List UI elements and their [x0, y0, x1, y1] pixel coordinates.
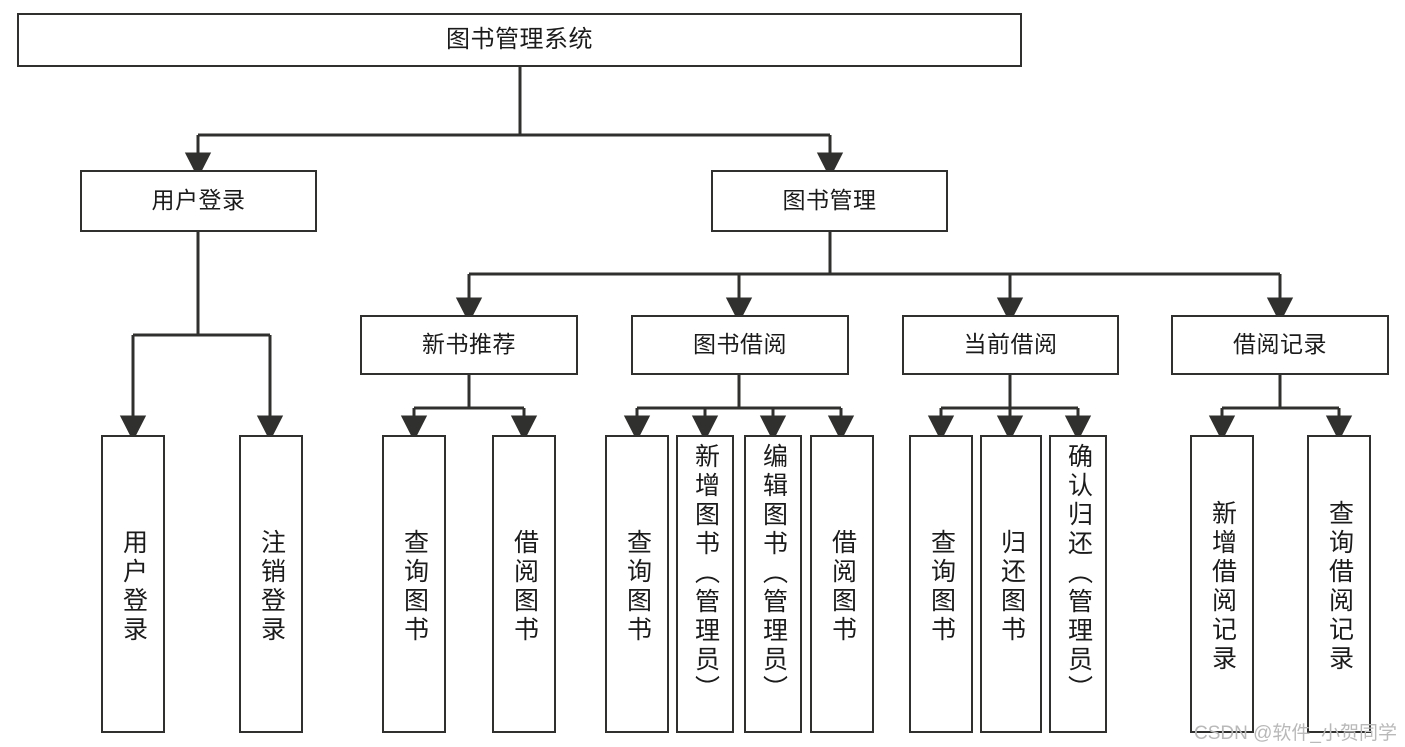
- leaf-edit-book-admin[interactable]: 编辑图书（管理员）: [744, 435, 802, 733]
- node-book-management[interactable]: 图书管理: [711, 170, 948, 232]
- watermark-text: CSDN @软件_小贺同学: [1194, 723, 1397, 744]
- node-label: 查询图书: [623, 529, 652, 645]
- node-label: 借阅记录: [1233, 331, 1327, 358]
- leaf-query-book-current[interactable]: 查询图书: [909, 435, 973, 733]
- node-label: 用户登录: [151, 187, 246, 214]
- node-label: 查询借阅记录: [1325, 500, 1354, 674]
- node-label: 图书借阅: [693, 331, 787, 358]
- node-label: 确认归还（管理员）: [1064, 443, 1093, 704]
- leaf-user-login[interactable]: 用户登录: [101, 435, 165, 733]
- leaf-confirm-return-admin[interactable]: 确认归还（管理员）: [1049, 435, 1107, 733]
- node-label: 借阅图书: [828, 529, 857, 645]
- node-label: 编辑图书（管理员）: [759, 443, 788, 704]
- leaf-logout[interactable]: 注销登录: [239, 435, 303, 733]
- node-label: 图书管理系统: [446, 25, 593, 53]
- node-label: 当前借阅: [963, 331, 1058, 358]
- node-label: 用户登录: [119, 529, 148, 645]
- node-new-book-recommendation[interactable]: 新书推荐: [360, 315, 578, 375]
- node-user-login[interactable]: 用户登录: [80, 170, 317, 232]
- node-label: 注销登录: [257, 529, 286, 645]
- node-root-system[interactable]: 图书管理系统: [17, 13, 1022, 67]
- node-label: 新增借阅记录: [1208, 500, 1237, 674]
- node-current-borrowing[interactable]: 当前借阅: [902, 315, 1119, 375]
- leaf-add-book-admin[interactable]: 新增图书（管理员）: [676, 435, 734, 733]
- leaf-query-book-borrow[interactable]: 查询图书: [605, 435, 669, 733]
- leaf-borrow-book-new[interactable]: 借阅图书: [492, 435, 556, 733]
- node-borrowing-record[interactable]: 借阅记录: [1171, 315, 1389, 375]
- node-label: 新书推荐: [422, 331, 516, 358]
- node-label: 查询图书: [927, 529, 956, 645]
- node-label: 新增图书（管理员）: [691, 443, 720, 704]
- leaf-add-borrow-record[interactable]: 新增借阅记录: [1190, 435, 1254, 733]
- node-label: 查询图书: [400, 529, 429, 645]
- node-book-borrowing[interactable]: 图书借阅: [631, 315, 849, 375]
- leaf-query-borrow-record[interactable]: 查询借阅记录: [1307, 435, 1371, 733]
- leaf-borrow-book[interactable]: 借阅图书: [810, 435, 874, 733]
- leaf-query-book-new[interactable]: 查询图书: [382, 435, 446, 733]
- node-label: 归还图书: [997, 529, 1026, 645]
- node-label: 借阅图书: [510, 529, 539, 645]
- leaf-return-book[interactable]: 归还图书: [980, 435, 1042, 733]
- node-label: 图书管理: [782, 187, 877, 214]
